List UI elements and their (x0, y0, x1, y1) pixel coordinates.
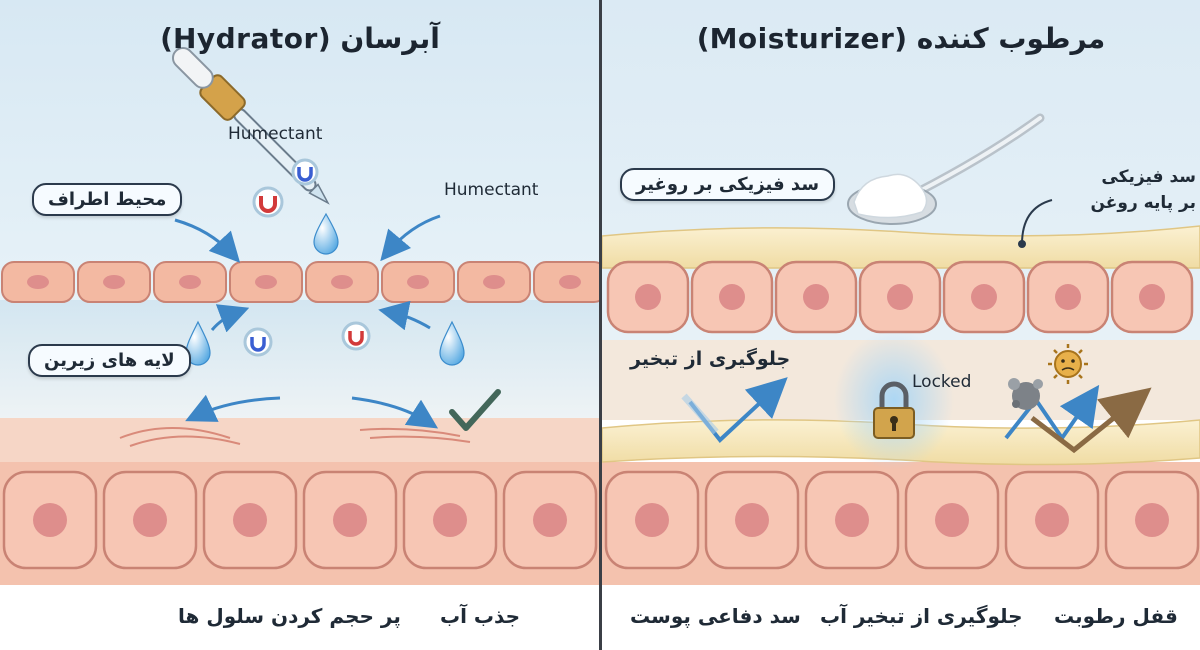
moisturizer-title: مرطوب کننده (Moisturizer) (696, 22, 1106, 55)
oil-barrier-top-label: سد فیزیکی بر روغیر (620, 168, 836, 201)
humectant-label-right: Humectant (444, 180, 539, 200)
surroundings-label: محیط اطراف (32, 183, 183, 216)
evaporation-label: جلوگیری از تبخیر (630, 348, 791, 370)
sun-icon (1048, 344, 1088, 384)
surface-cell-row (1, 261, 600, 303)
lower-cell-row (604, 470, 1200, 570)
lower-layers-label: لایه های زیرین (28, 344, 191, 377)
moisturizer-illustration (602, 0, 1200, 650)
oil-barrier-side-label: سد فیزیکی بر پایه روغن (1090, 167, 1196, 213)
humectant-label-top: Humectant (228, 124, 323, 144)
caption-skin-barrier: سد دفاعی پوست (630, 604, 801, 628)
plump-cell-row (2, 470, 598, 570)
panel-divider (599, 0, 602, 650)
moisturizer-panel: مرطوب کننده (Moisturizer) سد فیزیکی بر ر… (602, 0, 1200, 650)
magnet-icon (243, 158, 371, 357)
lock-icon (873, 381, 915, 439)
checkmark-icon (449, 389, 501, 431)
cream-icon (853, 173, 928, 219)
leader-line (1021, 199, 1053, 245)
hydrator-title: آبرسان (Hydrator) (160, 22, 440, 55)
hydrator-panel: آبرسان (Hydrator) محیط اطراف لایه های زی… (0, 0, 600, 628)
locked-label: Locked (912, 372, 972, 392)
caption-absorb-water: جذب آب (440, 604, 520, 628)
water-drop-icon (185, 212, 465, 366)
upper-cell-row (606, 260, 1194, 334)
wrinkle-lines (119, 427, 471, 447)
caption-plump-cells: پر حجم کردن سلول ها (178, 604, 401, 628)
oil-barrier-layer-top (602, 225, 1200, 269)
hydrator-illustration (0, 0, 600, 587)
caption-moisture-lock: قفل رطوبت (1054, 604, 1178, 628)
evaporation-blocked-arrows (681, 377, 1152, 454)
dust-icon (1008, 378, 1043, 410)
absorption-arrows (174, 214, 441, 429)
caption-prevent-evaporation: جلوگیری از تبخیر آب (820, 604, 1023, 628)
